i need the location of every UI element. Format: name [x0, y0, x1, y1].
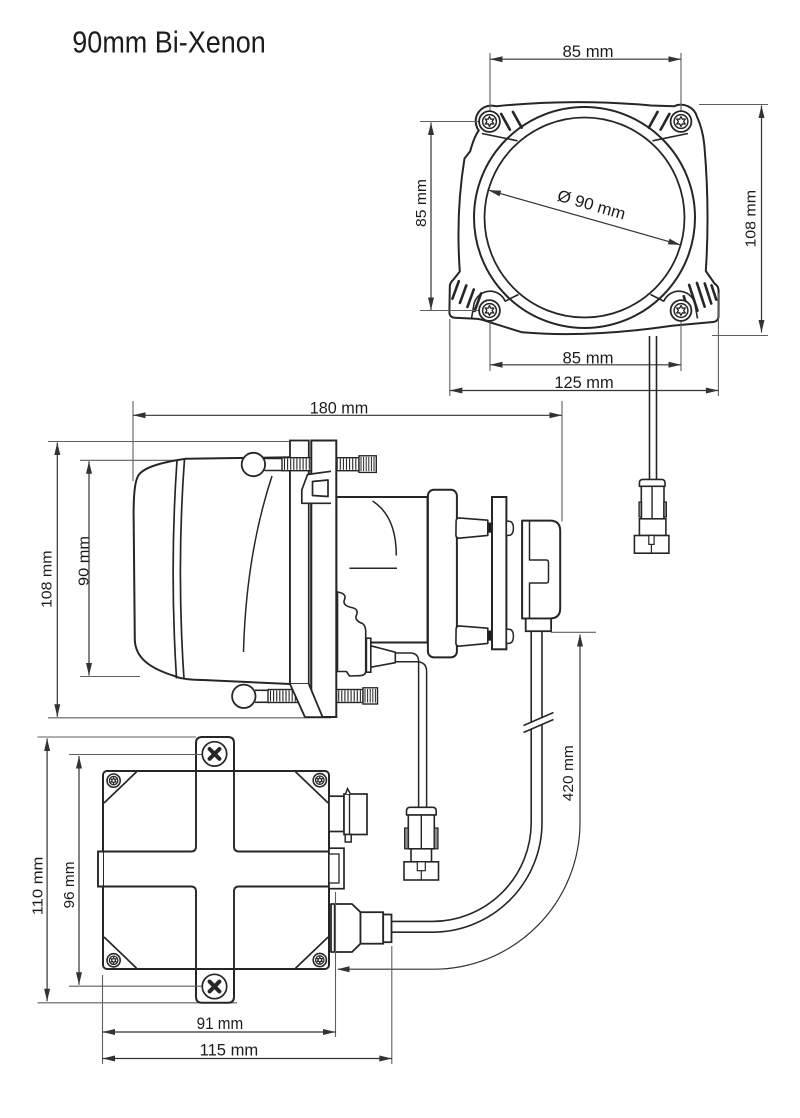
svg-text:96 mm: 96 mm — [61, 862, 78, 909]
svg-text:108 mm: 108 mm — [743, 190, 760, 248]
svg-text:85 mm: 85 mm — [413, 179, 430, 227]
svg-text:85 mm: 85 mm — [563, 43, 614, 61]
svg-text:90mm Bi-Xenon: 90mm Bi-Xenon — [72, 26, 265, 60]
svg-text:115 mm: 115 mm — [200, 1041, 259, 1059]
svg-text:85 mm: 85 mm — [563, 349, 614, 367]
svg-text:125 mm: 125 mm — [554, 374, 613, 392]
svg-text:420 mm: 420 mm — [560, 745, 577, 801]
svg-text:108 mm: 108 mm — [39, 551, 56, 609]
svg-text:90 mm: 90 mm — [75, 536, 92, 586]
svg-text:91 mm: 91 mm — [197, 1015, 244, 1033]
svg-text:110 mm: 110 mm — [30, 857, 47, 916]
svg-text:180 mm: 180 mm — [310, 400, 369, 418]
